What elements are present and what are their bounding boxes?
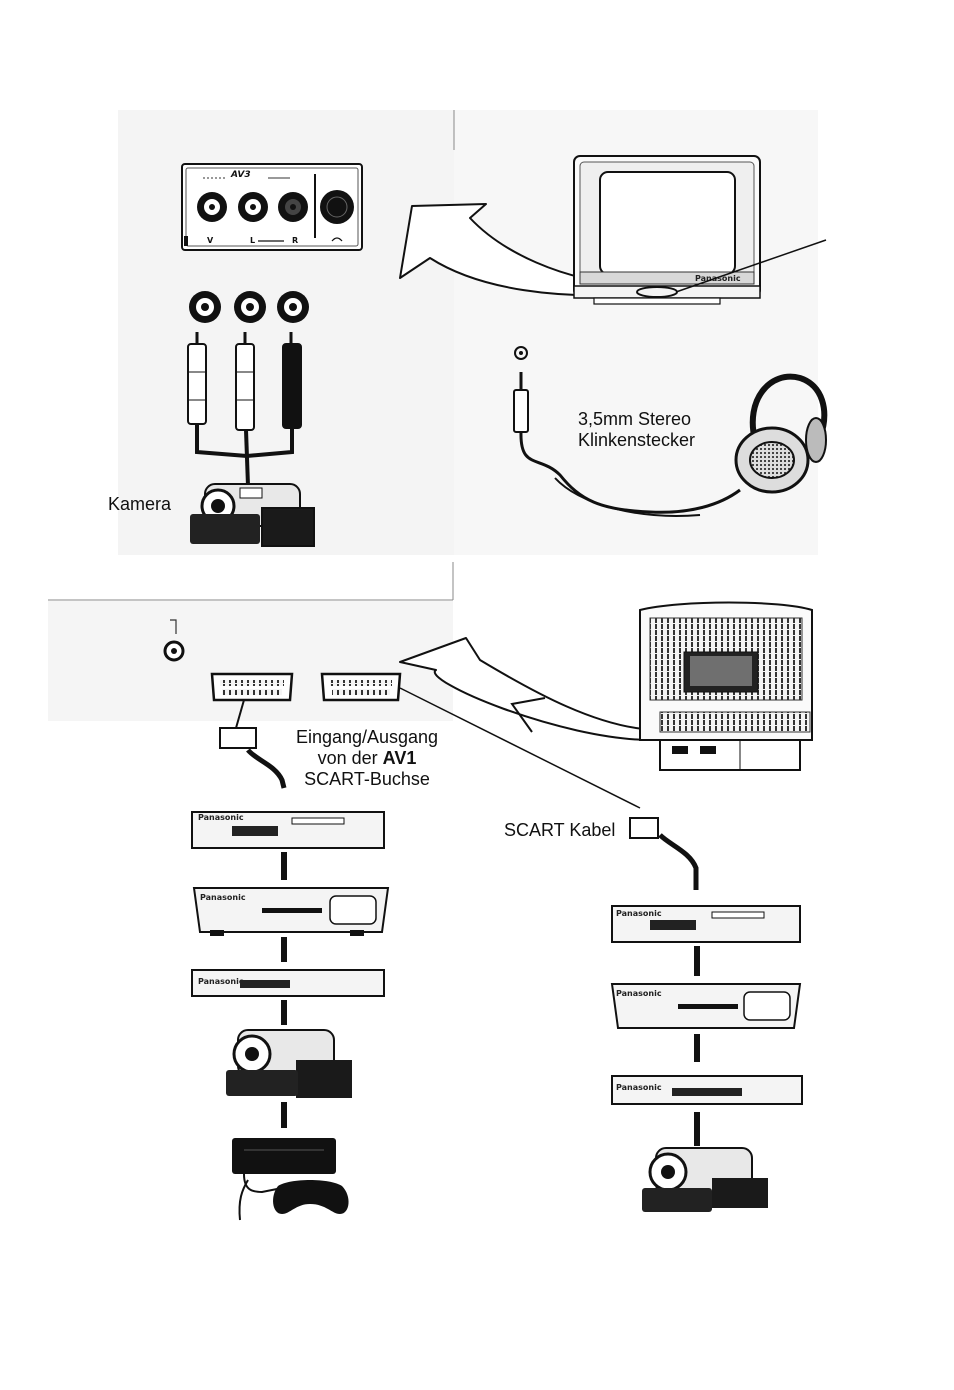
svg-text:Panasonic: Panasonic [200,893,246,902]
scart-cable-label: SCART Kabel [504,820,615,841]
headphone-plug-label: 3,5mm Stereo Klinkenstecker [578,409,695,451]
headphone-plug-label-line1: 3,5mm Stereo [578,409,695,430]
device-recorder-left-3: Panasonic [192,970,384,996]
device-recorder-left-2: Panasonic [194,888,388,936]
camcorder-icon-right [642,1148,768,1212]
svg-text:Panasonic: Panasonic [695,274,741,283]
svg-text:Panasonic: Panasonic [198,977,244,986]
headphone-plug-label-line2: Klinkenstecker [578,430,695,451]
av3-jack-label-r: R [292,236,298,245]
scart-io-label-prefix: von der [318,748,383,768]
av3-jack-label-l: L [250,236,255,245]
camera-label: Kamera [108,494,171,515]
scart-socket-av2 [322,674,400,700]
scart-io-label-av1: AV1 [383,748,417,768]
svg-text:Panasonic: Panasonic [616,909,662,918]
scart-io-label: Eingang/Ausgang von der AV1 SCART-Buchse [287,727,447,790]
game-console-icon [232,1138,349,1220]
rca-sockets [189,291,309,323]
av3-jack-label-v: V [207,236,213,245]
svg-text:Panasonic: Panasonic [198,813,244,822]
bottom-section-background [48,601,453,721]
scart-socket-av1 [212,674,292,700]
scart-io-label-line2: von der AV1 [287,748,447,769]
scart-plug-right [630,818,696,890]
device-recorder-right-2: Panasonic [612,984,800,1028]
svg-text:Panasonic: Panasonic [616,989,662,998]
camcorder-icon-top [190,484,314,546]
device-recorder-right-3: Panasonic [612,1076,802,1104]
svg-text:Panasonic: Panasonic [616,1083,662,1092]
camcorder-icon-left [226,1030,352,1098]
scart-io-label-line3: SCART-Buchse [287,769,447,790]
device-recorder-left-1: Panasonic [192,812,384,848]
scart-io-label-line1: Eingang/Ausgang [287,727,447,748]
av3-header-label: AV3 [231,170,251,180]
tv-back-icon [640,603,812,771]
device-recorder-right-1: Panasonic [612,906,800,942]
